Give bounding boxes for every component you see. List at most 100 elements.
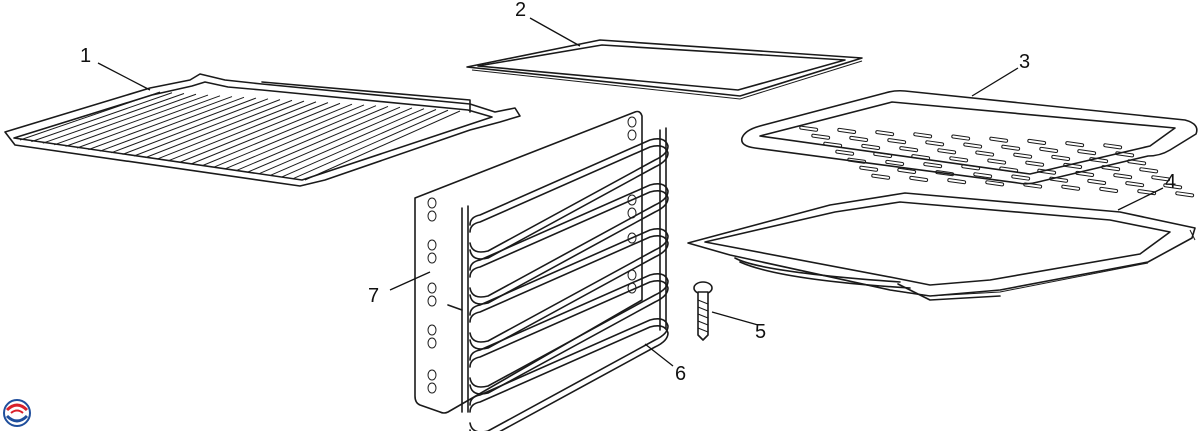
runner-rail [469,318,669,431]
tray-slot [897,167,917,174]
tray-slot [837,127,857,134]
tray-slot [1037,168,1057,175]
tray-slot [1139,167,1159,174]
side-panel [414,110,643,414]
tray-slot [1049,176,1069,183]
tray-slot [923,162,943,169]
panel-hole [427,252,437,264]
tray-slot [963,142,983,149]
perforated-tray [740,89,1198,198]
shelf-bar [293,109,449,179]
tray-slot [1175,191,1195,198]
runner-rail [469,228,669,343]
tray-slot [875,130,895,137]
shelf-bar [202,103,353,167]
tray-slot [799,125,819,132]
tray-slot [1063,162,1083,169]
tray-slot [871,173,891,180]
shelf-bar [236,105,389,171]
tray-slot [935,170,955,177]
shelf-bar [270,108,425,176]
tray-slot [987,158,1007,165]
tray-slot [1113,173,1133,180]
tray-slot [1115,151,1135,158]
shelf-bar [111,97,257,154]
tray-slot [1027,138,1047,145]
tray-slot [1039,146,1059,153]
tray-slot [1087,178,1107,185]
callout-labels: 1 2 3 4 5 6 7 [80,0,1176,385]
tray-slot [1001,144,1021,151]
leader-lines [97,17,1164,367]
tray-slot [1163,183,1183,190]
panel-hole [427,239,437,251]
tray-slot [909,175,929,182]
shelf-bar [145,99,293,159]
shelf-bar [76,95,221,149]
tray-slot [873,151,893,158]
tray-slot [1137,189,1157,196]
tray-slot [899,146,919,153]
tray-slot [1125,181,1145,188]
tray-slot [885,159,905,166]
runner-rail [469,325,669,431]
tray-slot [1013,152,1033,159]
panel-hole [427,197,437,209]
tray-slot [1075,170,1095,177]
runner-rail [469,183,669,298]
tray-slot [961,164,981,171]
screw [693,281,713,341]
tray-slot [913,132,933,139]
panel-hole [427,337,437,349]
tray-slot [911,154,931,161]
shelf-bar [65,94,209,147]
tray-slot [975,150,995,157]
tray-slot [937,148,957,155]
tray-slot [1099,186,1119,193]
panel-hole [427,324,437,336]
roasting-pan [687,192,1196,301]
callout-1: 1 [80,45,91,67]
swirl-logo-icon [3,399,31,427]
callout-6: 6 [675,363,686,385]
shelf-bar [99,96,245,152]
flat-tray [466,39,863,100]
tray-slot [823,141,843,148]
tray-slot [835,149,855,156]
callout-5: 5 [755,321,766,343]
tray-slot [1077,149,1097,156]
tray-slot [1101,165,1121,172]
shelf-runners [447,127,669,431]
tray-slot [1089,157,1109,164]
shelf-bar [247,106,401,173]
tray-slot [887,138,907,145]
tray-slot [1011,174,1031,181]
shelf-bar [259,107,413,175]
tray-slot [849,135,869,142]
shelf-bar [168,101,317,162]
tray-slot [947,178,967,185]
tray-slot [1127,159,1147,166]
tray-slot [949,156,969,163]
tray-slot [1103,143,1123,150]
tray-slot [1025,160,1045,167]
panel-hole [627,194,637,206]
tray-slot [1023,182,1043,189]
callout-4: 4 [1165,171,1176,193]
tray-slot [1051,154,1071,161]
shelf-bar [225,105,377,170]
callout-3: 3 [1019,51,1030,73]
tray-slot [1061,184,1081,191]
shelf-bar [122,98,269,155]
tray-slot [811,133,831,140]
wire-shelf [4,73,521,187]
tray-slot [973,172,993,179]
panel-hole [427,369,437,381]
shelf-bar [42,93,185,144]
shelf-bar [281,109,437,178]
shelf-bar [19,91,161,141]
shelf-bar [190,102,341,165]
tray-slot [859,165,879,172]
tray-slot [1065,141,1085,148]
